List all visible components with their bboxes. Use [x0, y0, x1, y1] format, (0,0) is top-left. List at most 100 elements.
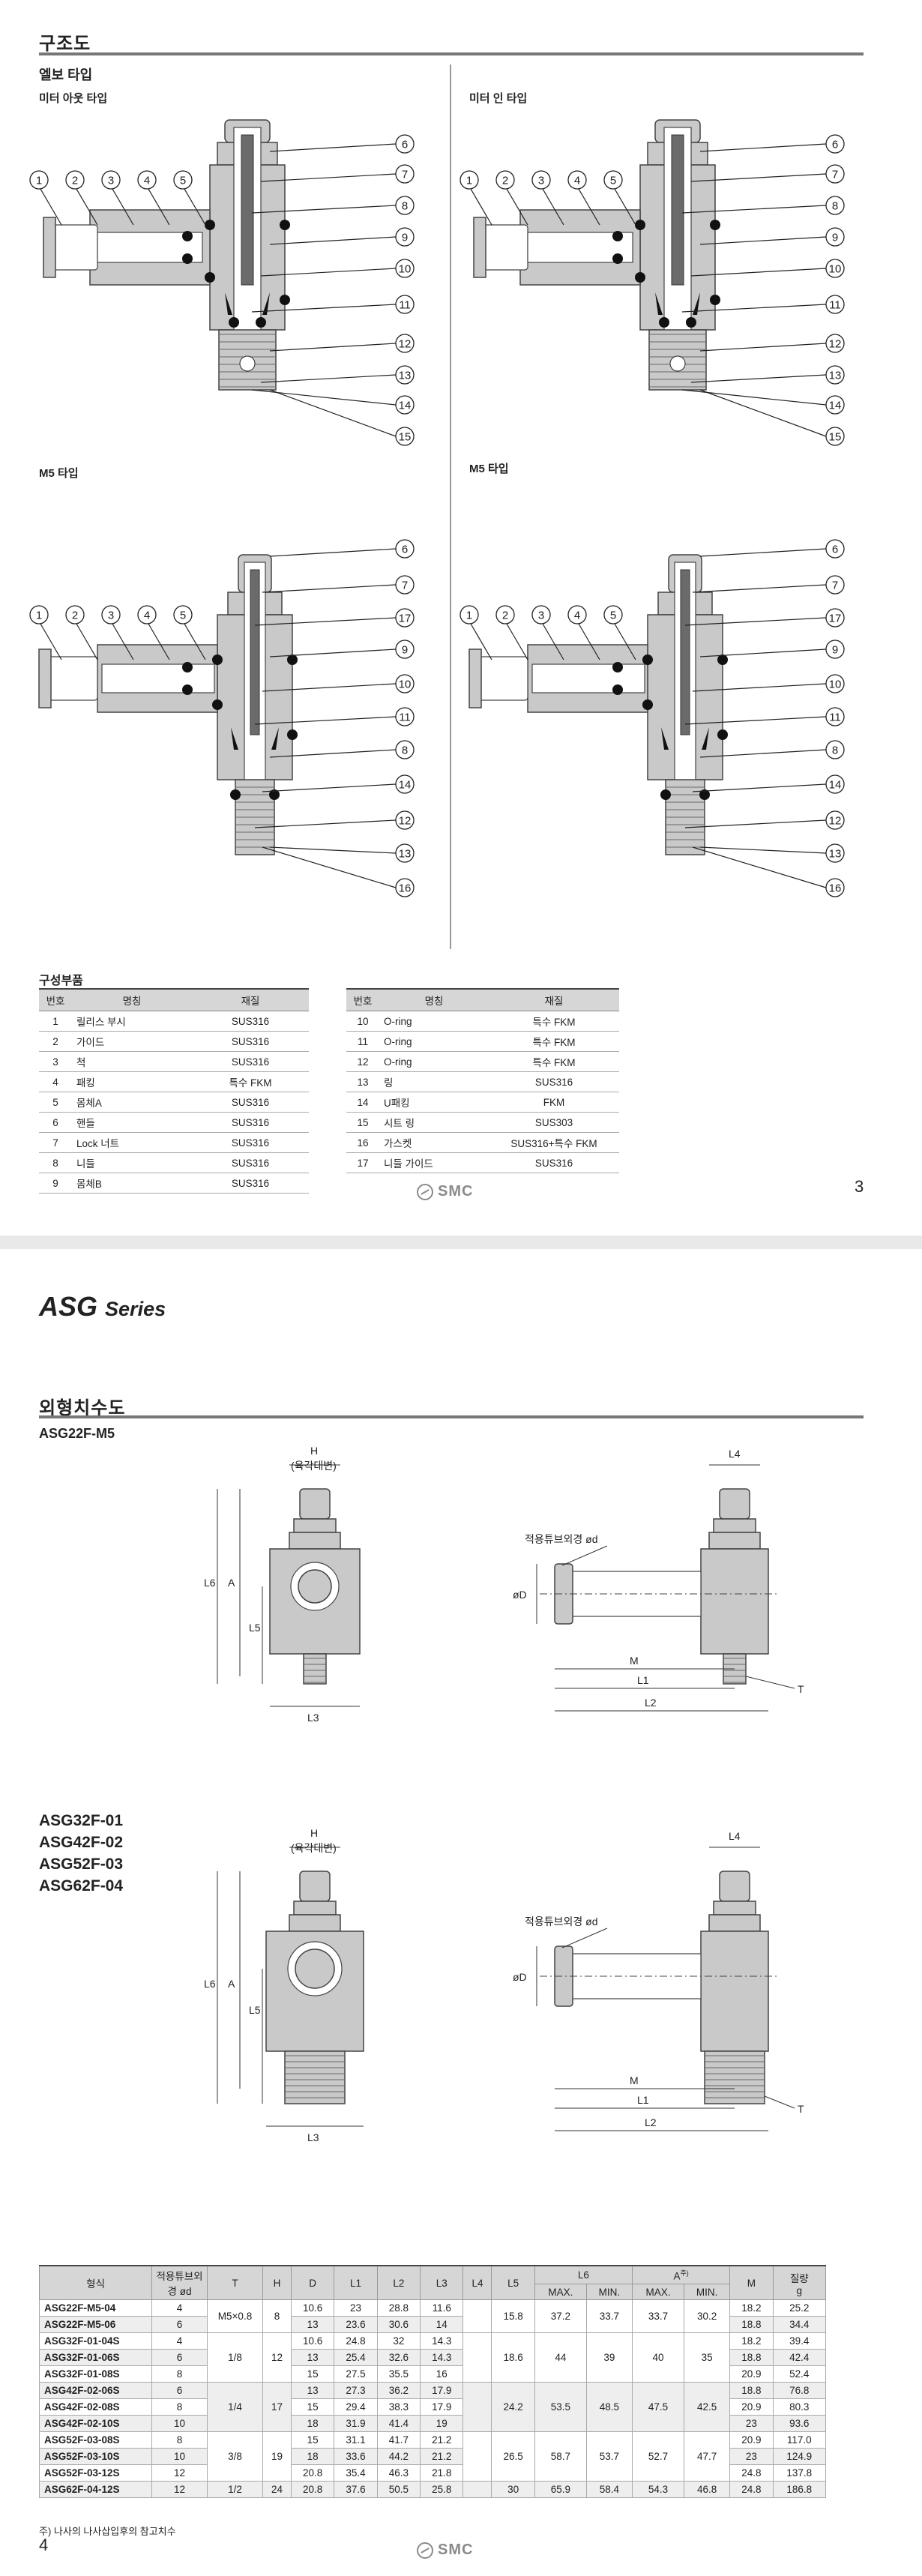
- dim-label-T: T: [798, 1683, 804, 1695]
- svg-text:14: 14: [399, 400, 412, 412]
- title-rule: [39, 52, 864, 55]
- callout-bubble: 1: [29, 605, 49, 625]
- meter-in-title: 미터 인 타입: [469, 92, 528, 105]
- cell-mass: 124.9: [772, 2448, 827, 2465]
- model-a-title: ASG22F-M5: [39, 1426, 115, 1441]
- svg-text:9: 9: [832, 644, 838, 657]
- parts-cell-name: O-ring: [379, 1031, 489, 1052]
- parts-cell-no: 17: [346, 1152, 379, 1173]
- cell-A-min: 47.7: [684, 2431, 731, 2482]
- th-M: M: [729, 2265, 774, 2300]
- cell-L6-min: 39: [585, 2332, 633, 2383]
- callout-bubble: 3: [101, 605, 121, 625]
- dim-label-L1: L1: [637, 2094, 649, 2106]
- cell-L4: [462, 2481, 492, 2498]
- cell-L3: 21.2: [420, 2448, 464, 2465]
- svg-text:6: 6: [402, 544, 408, 556]
- parts-cell-material: FKM: [489, 1092, 619, 1113]
- cell-tube: 10: [151, 2448, 208, 2465]
- svg-text:5: 5: [180, 175, 186, 187]
- svg-text:5: 5: [180, 610, 186, 622]
- th-tube: 적용튜브외경 ød: [151, 2265, 208, 2300]
- cell-L4: [462, 2332, 492, 2383]
- cell-L1: 37.6: [334, 2481, 378, 2498]
- structure-title: 구조도: [39, 34, 91, 54]
- cell-L1: 33.6: [334, 2448, 378, 2465]
- svg-text:17: 17: [399, 613, 412, 625]
- parts-cell-no: 14: [346, 1092, 379, 1113]
- cell-L2: 41.4: [376, 2415, 421, 2432]
- parts-cell-material: SUS316: [192, 1152, 309, 1173]
- callout-bubble: 16: [395, 878, 415, 897]
- cell-tube: 6: [151, 2382, 208, 2399]
- th-L2: L2: [376, 2265, 421, 2300]
- parts-cell-material: SUS316: [192, 1031, 309, 1052]
- parts-cell-material: SUS316: [489, 1071, 619, 1092]
- callout-bubble: 3: [531, 170, 551, 190]
- svg-text:2: 2: [72, 610, 78, 622]
- cell-H: 17: [262, 2382, 292, 2432]
- svg-text:9: 9: [402, 232, 408, 244]
- svg-text:3: 3: [538, 175, 544, 187]
- cell-L1: 35.4: [334, 2464, 378, 2482]
- cell-mass: 80.3: [772, 2398, 827, 2416]
- dimensions-table: 형식 적용튜브외경 ød T H D L1 L2 L3 L4 L5 L6 A주)…: [39, 2265, 827, 2498]
- callout-bubble: 13: [825, 843, 845, 863]
- cell-L3: 19: [420, 2415, 464, 2432]
- callout-bubble: 4: [137, 170, 157, 190]
- m5-type-title-left: M5 타입: [39, 467, 79, 480]
- svg-text:11: 11: [399, 711, 411, 724]
- cell-H: 12: [262, 2332, 292, 2383]
- series-name: ASG: [39, 1291, 98, 1322]
- callout-bubble: 6: [825, 539, 845, 559]
- callout-bubble: 14: [825, 774, 845, 794]
- callout-bubble: 4: [567, 170, 587, 190]
- page-number: 3: [855, 1177, 864, 1196]
- cell-L2: 32: [376, 2332, 421, 2350]
- title-rule: [39, 1415, 864, 1418]
- cell-mass: 39.4: [772, 2332, 827, 2350]
- parts-cell-no: 7: [39, 1132, 72, 1153]
- page-number: 4: [39, 2536, 49, 2554]
- svg-text:7: 7: [832, 169, 838, 181]
- side-view-body: [540, 1488, 780, 1685]
- smc-logo-icon: [417, 2542, 433, 2559]
- cell-D: 20.8: [290, 2481, 335, 2498]
- svg-text:7: 7: [402, 580, 408, 592]
- svg-text:7: 7: [402, 169, 408, 181]
- callout-bubble: 8: [825, 740, 845, 759]
- cell-L1: 27.3: [334, 2382, 378, 2399]
- cell-L6-max: 37.2: [534, 2299, 587, 2333]
- dim-label-tube-od: 적용튜브외경 ød: [525, 1916, 598, 1928]
- svg-text:2: 2: [502, 610, 508, 622]
- dim-label-L2: L2: [645, 1697, 657, 1709]
- parts-cell-name: U패킹: [379, 1092, 489, 1113]
- cell-T: 1/2: [207, 2481, 263, 2498]
- m5-type-title-right: M5 타입: [469, 463, 509, 475]
- callout-bubble: 4: [137, 605, 157, 625]
- parts-cell-name: 핸들: [72, 1112, 192, 1133]
- parts-cell-no: 4: [39, 1071, 72, 1092]
- cell-mass: 117.0: [772, 2431, 827, 2449]
- cell-L6-max: 65.9: [534, 2481, 587, 2498]
- svg-text:11: 11: [399, 299, 411, 312]
- callout-bubble: 3: [531, 605, 551, 625]
- parts-cell-material: SUS303: [489, 1112, 619, 1133]
- cell-A-min: 46.8: [684, 2481, 731, 2498]
- cell-model: ASG22F-M5-04: [39, 2299, 152, 2317]
- parts-cell-name: 니들 가이드: [379, 1152, 489, 1173]
- th-A-min: MIN.: [684, 2284, 731, 2300]
- dim-label-L6: L6: [204, 1978, 216, 1990]
- svg-text:5: 5: [610, 610, 616, 622]
- svg-text:8: 8: [832, 200, 838, 213]
- svg-text:4: 4: [144, 610, 150, 622]
- cell-mass: 76.8: [772, 2382, 827, 2399]
